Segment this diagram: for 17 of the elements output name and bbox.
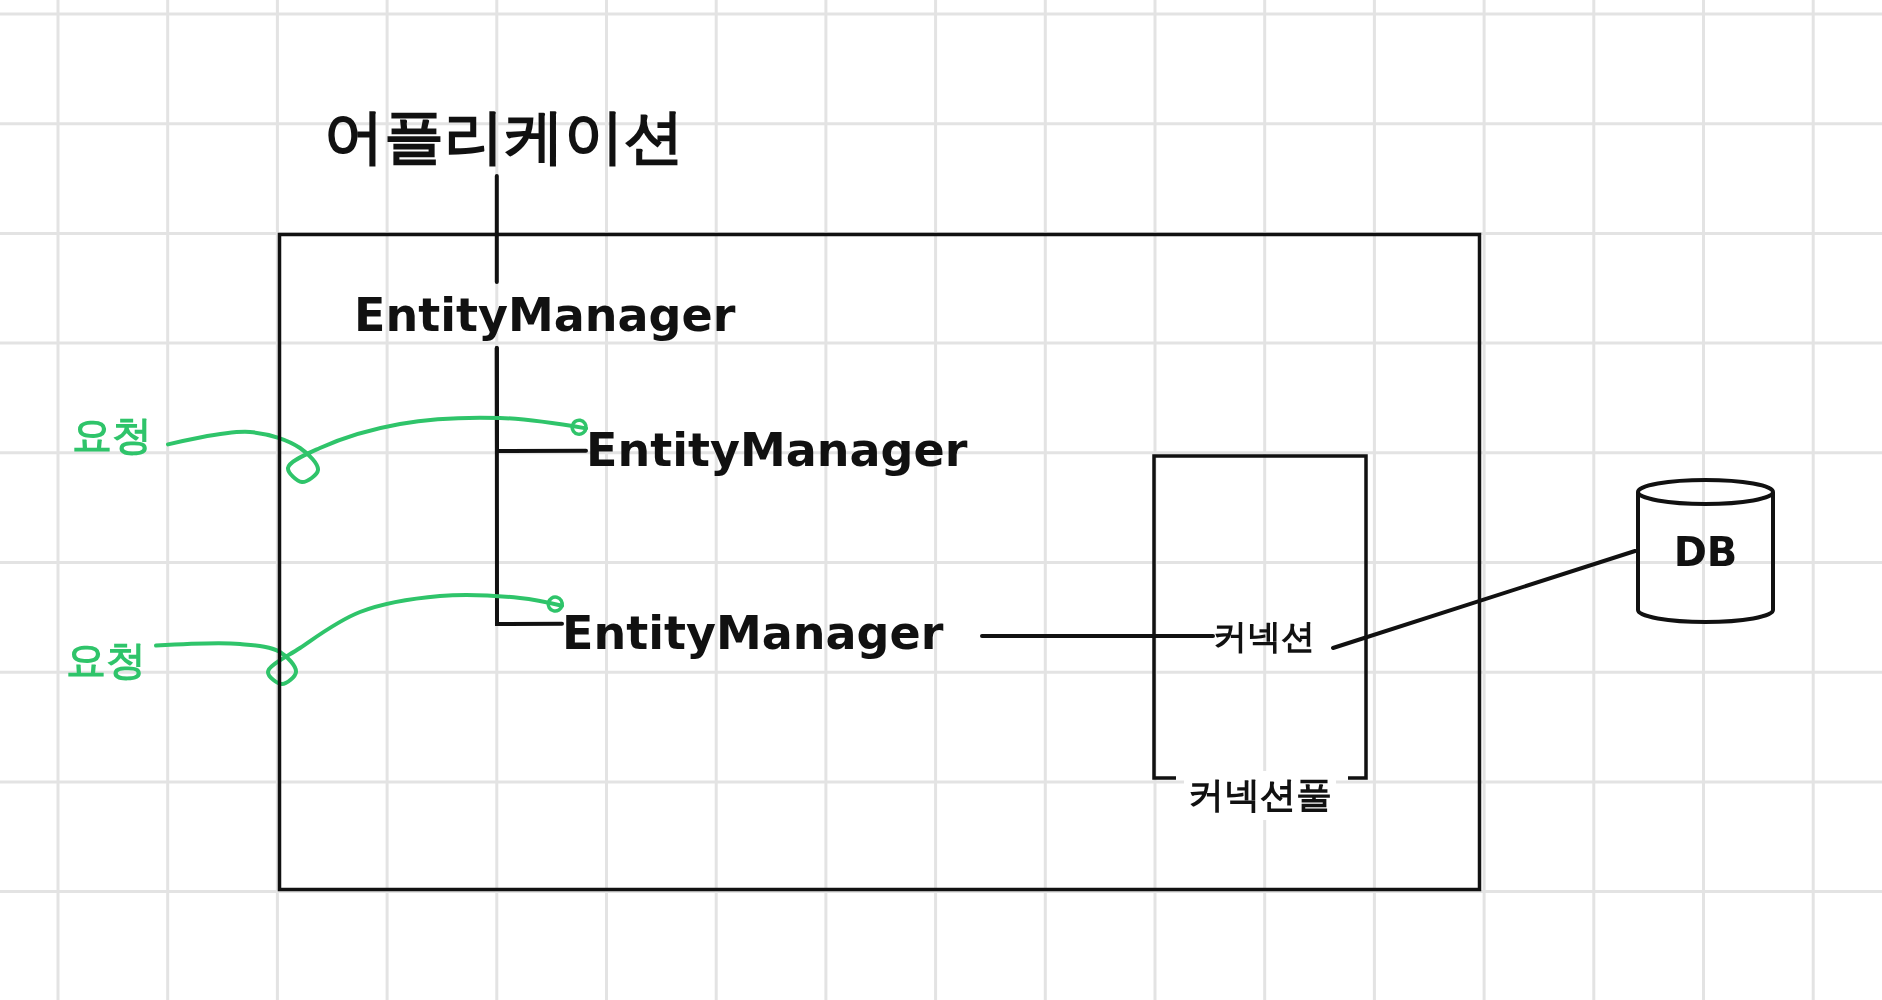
connector-line	[980, 634, 1215, 639]
connector-line	[494, 346, 564, 626]
title-text: 어플리케이션	[324, 96, 684, 176]
connector-line	[494, 174, 499, 284]
application-box	[278, 233, 1481, 891]
request-label: 요청	[66, 624, 146, 696]
request-line	[166, 415, 588, 484]
connection-label: 커넥션	[1213, 612, 1315, 660]
database-cylinder	[1635, 478, 1776, 624]
connection-pool-label: 커넥션풀	[1184, 771, 1336, 820]
entity-manager-label: EntityManager	[586, 414, 968, 486]
connector-line	[1331, 549, 1637, 650]
request-label: 요청	[72, 396, 152, 474]
entity-manager-label: EntityManager	[562, 594, 944, 672]
database-label: DB	[1672, 529, 1739, 575]
entity-manager-label: EntityManager	[354, 282, 736, 348]
request-line	[154, 593, 564, 686]
